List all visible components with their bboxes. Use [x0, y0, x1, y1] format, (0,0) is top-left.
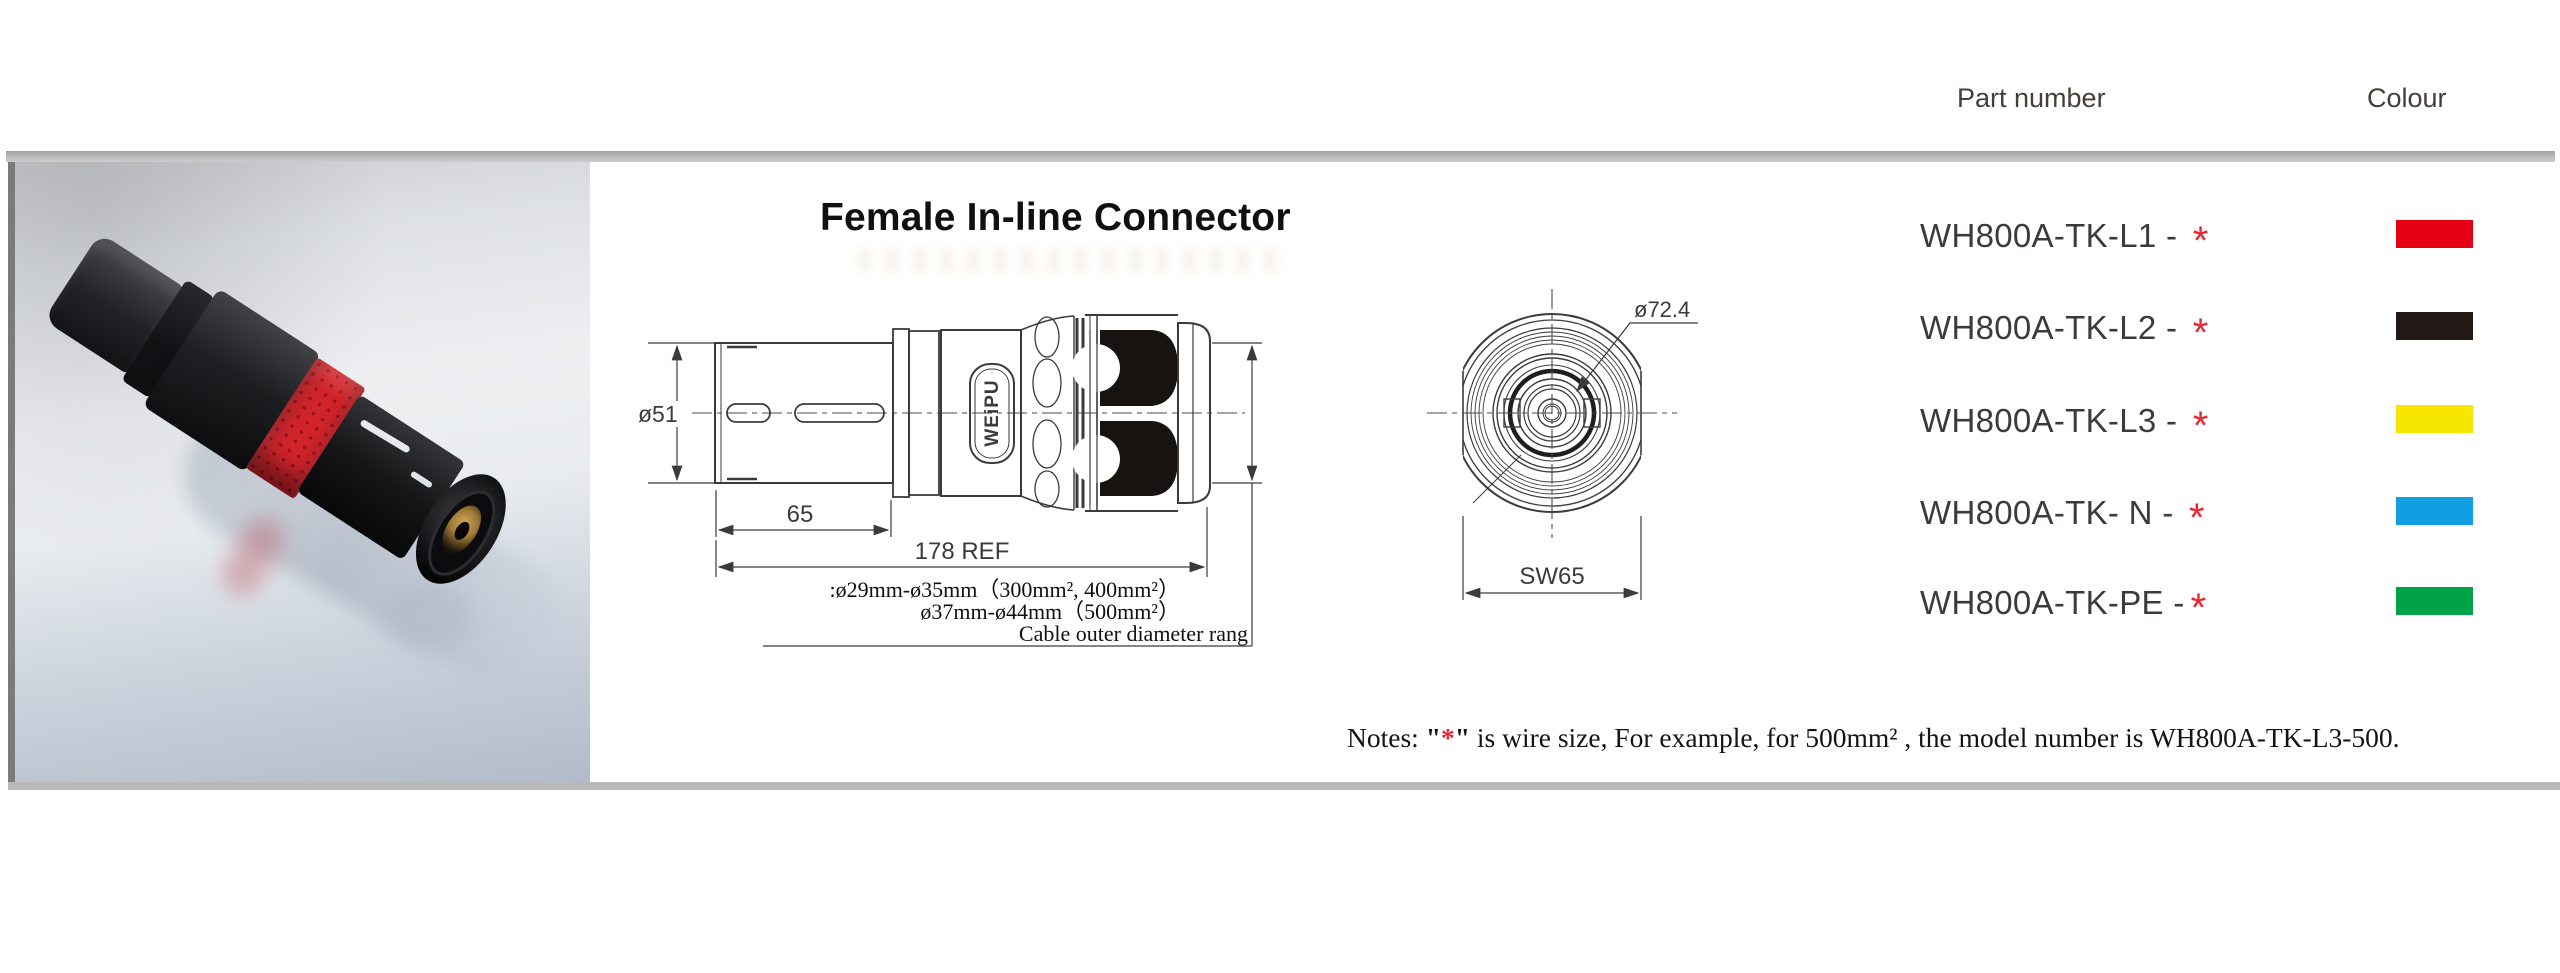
weipu-logo-text: WEiPU: [982, 379, 1003, 446]
part-row: WH800A-TK-L2 - *: [1920, 308, 2209, 354]
wire-size-asterisk: *: [2190, 586, 2207, 630]
product-photo: [8, 162, 590, 782]
wire-size-asterisk: *: [2192, 311, 2209, 355]
side-dia-label: ø51: [638, 401, 678, 427]
notes-line: Notes: "*" is wire size, For example, fo…: [1347, 722, 2400, 754]
side-len-total: 178 REF: [915, 538, 1010, 565]
part-number-text: WH800A-TK-PE -: [1920, 584, 2185, 621]
notes-close-quote: ": [1454, 722, 1470, 753]
colour-header: Colour: [2367, 83, 2447, 113]
part-row: WH800A-TK-PE -*: [1920, 583, 2206, 629]
page-title: Female In-line Connector: [820, 196, 1291, 239]
colour-swatch-yellow: [2396, 405, 2473, 433]
wire-size-asterisk: *: [2192, 219, 2209, 263]
cable-note-1: :ø29mm-ø35mm（300mm², 400mm²）: [829, 577, 1180, 602]
cable-note-2: ø37mm-ø44mm（500mm²）: [920, 599, 1180, 624]
front-view: ø72.4 SW65: [1427, 289, 1698, 600]
part-row: WH800A-TK-L3 - *: [1920, 401, 2209, 447]
part-number-text: WH800A-TK-L3 -: [1920, 402, 2187, 439]
part-row: WH800A-TK- N - *: [1920, 493, 2205, 539]
colour-swatch-green: [2396, 587, 2473, 615]
front-dia-label: ø72.4: [1634, 297, 1690, 322]
part-number-text: WH800A-TK-L2 -: [1920, 309, 2187, 346]
photo-vignette: [15, 162, 590, 782]
wire-size-asterisk: *: [2192, 404, 2209, 448]
part-row: WH800A-TK-L1 - *: [1920, 216, 2209, 262]
technical-drawing: WEiPU ø51 65 178 REF :ø29mm-ø35mm（300mm²…: [636, 289, 1698, 647]
colour-swatch-red: [2396, 220, 2473, 248]
colour-swatch-blue: [2396, 497, 2473, 525]
front-sw-label: SW65: [1519, 563, 1584, 590]
notes-prefix: Notes:: [1347, 722, 1426, 753]
part-number-text: WH800A-TK-L1 -: [1920, 217, 2187, 254]
colour-swatch-black: [2396, 312, 2473, 340]
part-number-header: Part number: [1957, 83, 2106, 113]
notes-body: is wire size, For example, for 500mm² , …: [1470, 722, 2400, 753]
part-number-text: WH800A-TK- N -: [1920, 494, 2184, 531]
side-len-front: 65: [787, 501, 814, 528]
top-divider-bar: [6, 151, 2555, 162]
wire-size-asterisk: *: [2189, 496, 2205, 540]
photo-reflection-face: [383, 582, 473, 652]
watermark-smudge: [858, 247, 1288, 273]
notes-asterisk: *: [1440, 722, 1455, 753]
cable-note-3: Cable outer diameter rang: [1019, 621, 1248, 646]
notes-open-quote: ": [1425, 722, 1441, 753]
bottom-divider-bar: [8, 782, 2560, 790]
